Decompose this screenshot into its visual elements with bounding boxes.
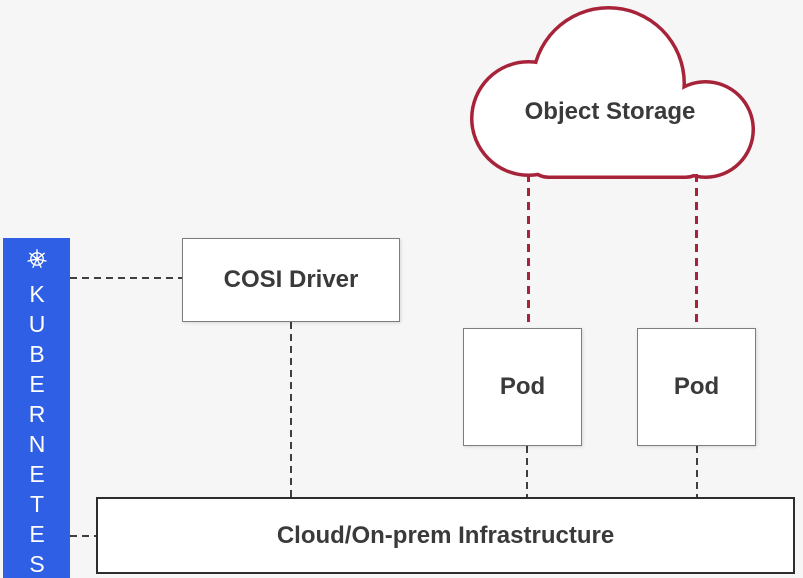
pod-left-label: Pod [499, 373, 546, 400]
cosi-driver-label: COSI Driver [223, 266, 359, 293]
edge-kubernetes-infrastructure [70, 535, 96, 537]
pod-right-node: Pod [637, 328, 756, 446]
infrastructure-node: Cloud/On-prem Infrastructure [96, 497, 795, 574]
edge-object-storage-pod-left [527, 174, 530, 328]
edge-object-storage-pod-right [695, 174, 698, 328]
infrastructure-label: Cloud/On-prem Infrastructure [276, 521, 615, 549]
kubernetes-bar-label: KUBERNETES [24, 281, 50, 578]
edge-kubernetes-cosi-driver [70, 277, 182, 279]
kubernetes-helm-icon [26, 248, 48, 275]
pod-left-node: Pod [463, 328, 582, 446]
kubernetes-bar: KUBERNETES [3, 238, 70, 578]
object-storage-cloud: Object Storage [465, 0, 755, 179]
object-storage-label: Object Storage [524, 98, 696, 125]
edge-pod-right-infrastructure [696, 446, 698, 497]
cloud-shape [470, 6, 755, 179]
edge-cosi-driver-infrastructure [290, 322, 292, 497]
cosi-driver-node: COSI Driver [182, 238, 400, 322]
pod-right-label: Pod [673, 373, 720, 400]
edge-pod-left-infrastructure [526, 446, 528, 497]
